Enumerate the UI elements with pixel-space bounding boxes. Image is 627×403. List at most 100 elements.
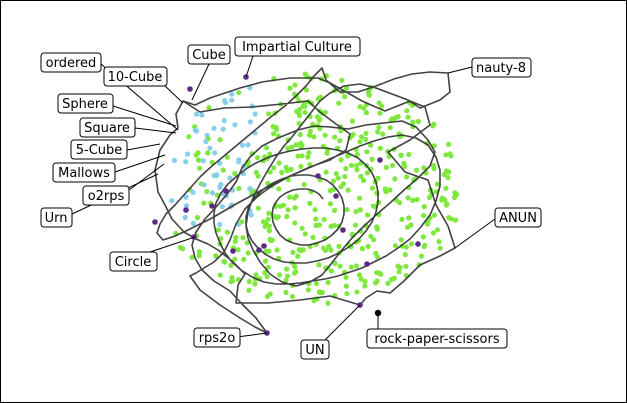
path-layer <box>154 67 456 334</box>
annotation-10-cube: 10-Cube <box>103 66 168 87</box>
scatter-point <box>434 181 441 187</box>
marked-point <box>333 193 339 199</box>
scatter-point <box>288 166 294 172</box>
secondary-point <box>211 125 217 131</box>
scatter-point <box>385 280 391 286</box>
scatter-point <box>312 207 318 213</box>
marked-point <box>261 243 267 249</box>
secondary-point <box>247 186 253 192</box>
trajectory-line <box>154 67 456 334</box>
annotation-ordered: ordered <box>40 52 102 73</box>
scatter-point <box>375 129 381 135</box>
scatter-point <box>297 131 303 138</box>
scatter-point <box>217 137 223 143</box>
scatter-point <box>403 263 409 269</box>
annotation-sphere: Sphere <box>57 93 114 114</box>
scatter-point <box>358 276 364 282</box>
annotation-label: Circle <box>115 255 152 270</box>
secondary-point <box>199 112 205 118</box>
annotation-label: Cube <box>192 48 226 63</box>
leader-line <box>245 55 254 78</box>
scatter-point <box>325 300 331 306</box>
scatter-point <box>368 142 374 148</box>
marked-point <box>152 219 158 225</box>
scatter-point <box>436 239 442 245</box>
scatter-point <box>236 185 242 192</box>
scatter-point <box>336 243 342 249</box>
leader-line <box>191 63 210 101</box>
annotation-label: 10-Cube <box>108 70 163 85</box>
scatter-point <box>402 251 408 258</box>
scatter-point <box>369 185 376 191</box>
annotation-nauty-8: nauty-8 <box>471 57 532 78</box>
scatter-point <box>343 165 349 172</box>
scatter-point <box>398 152 404 158</box>
marked-point <box>230 248 236 254</box>
leader-line <box>149 236 196 253</box>
scatter-point <box>327 201 334 207</box>
scatter-point <box>235 247 241 253</box>
annotation-label: Mallows <box>58 166 110 181</box>
leader-line <box>324 304 361 341</box>
scatter-point <box>311 134 317 140</box>
secondary-point <box>247 119 253 125</box>
scatter-point <box>361 177 367 183</box>
scatter-point <box>446 215 452 221</box>
scatter-point <box>452 217 459 223</box>
scatter-point <box>354 289 360 295</box>
scatter-point <box>342 174 348 180</box>
scatter-point <box>357 195 363 201</box>
scatter-point <box>431 165 437 172</box>
annotation-rock-paper-scissors: rock-paper-scissors <box>366 328 508 349</box>
scatter-point <box>201 200 207 206</box>
scatter-point <box>364 212 371 218</box>
secondary-point <box>227 175 233 181</box>
scatter-point <box>302 231 308 237</box>
scatter-point <box>266 223 272 229</box>
leader-line <box>112 105 177 127</box>
scatter-point <box>359 246 365 252</box>
scatter-point <box>303 87 309 93</box>
scatter-point <box>186 134 192 140</box>
scatter-point <box>320 245 326 251</box>
secondary-point <box>207 145 213 151</box>
scatter-point <box>420 234 426 240</box>
scatter-point <box>326 243 332 250</box>
scatter-point <box>405 195 411 201</box>
scatter-point <box>283 289 289 295</box>
scatter-point <box>194 215 201 221</box>
marked-point <box>364 261 370 267</box>
scatter-point <box>331 207 338 213</box>
scatter-point <box>224 154 230 160</box>
scatter-point <box>262 258 269 264</box>
secondary-point <box>212 150 218 156</box>
secondary-point <box>247 85 253 91</box>
scatter-point <box>292 264 298 270</box>
scatter-point <box>292 82 298 88</box>
scatter-point <box>410 197 416 203</box>
scatter-point <box>300 247 306 253</box>
secondary-point <box>190 189 196 195</box>
annotation-label: 5-Cube <box>76 143 123 158</box>
secondary-point <box>217 160 223 166</box>
scatter-point <box>255 205 261 211</box>
scatter-point <box>336 100 342 106</box>
scatter-point <box>228 279 234 285</box>
scatter-point <box>246 287 252 293</box>
scatter-point <box>339 77 345 83</box>
scatter-point <box>322 132 328 138</box>
scatter-point <box>264 274 270 280</box>
scatter-point <box>342 94 348 100</box>
scatter-point <box>362 278 368 284</box>
scatter-point <box>345 187 351 193</box>
scatter-point <box>233 235 239 241</box>
secondary-point <box>200 158 206 164</box>
secondary-point <box>171 157 177 163</box>
marked-point <box>315 173 321 179</box>
annotation-mallows: Mallows <box>52 162 116 183</box>
annotation-label: Urn <box>45 211 68 226</box>
secondary-point <box>220 126 226 132</box>
marked-point <box>209 203 215 209</box>
scatter-point <box>293 269 299 275</box>
scatter-point <box>271 165 277 171</box>
